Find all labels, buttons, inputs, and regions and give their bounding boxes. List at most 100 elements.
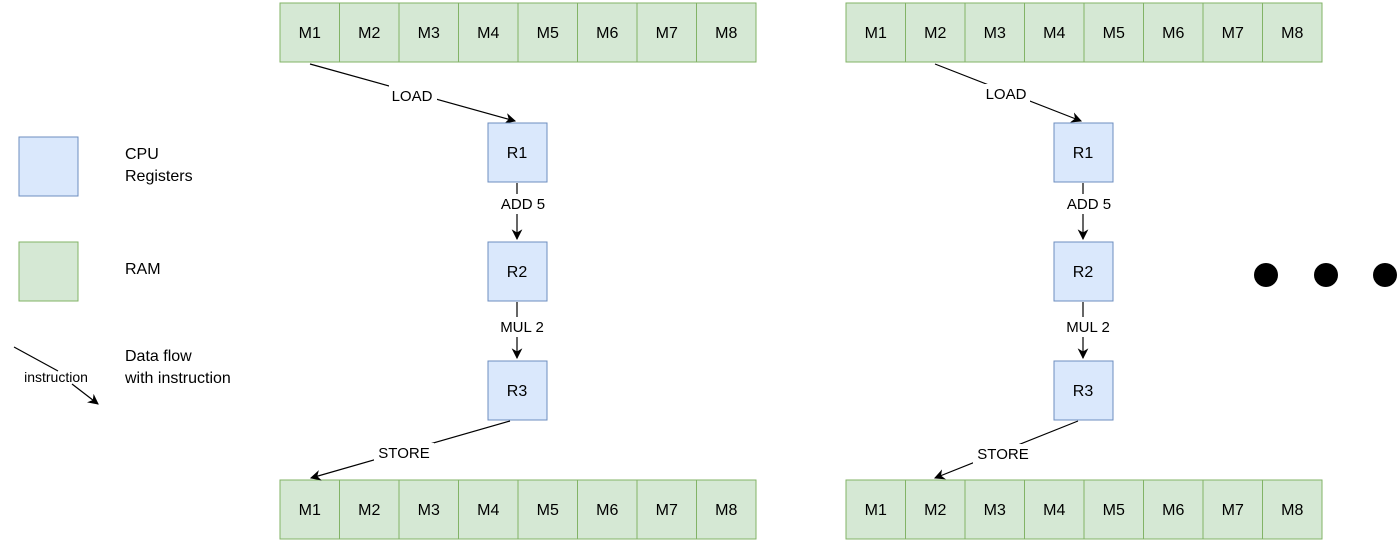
memory-cell xyxy=(398,479,459,540)
legend-ram-label: RAM xyxy=(125,261,161,278)
memory-cell-label: M3 xyxy=(418,25,440,42)
mul-label-bg-b xyxy=(1061,317,1117,337)
mul-label-a: MUL 2 xyxy=(500,319,544,336)
memory-cell xyxy=(1024,2,1085,63)
store-label-b: STORE xyxy=(977,446,1028,463)
memory-cell xyxy=(458,479,519,540)
memory-cell xyxy=(279,479,340,540)
legend-flow-arrow-label: instruction xyxy=(24,369,88,385)
memory-cell-label: M6 xyxy=(596,502,618,519)
add-label-bg-a xyxy=(494,194,550,214)
memory-cell xyxy=(577,2,638,63)
load-label-bg-b xyxy=(982,84,1030,104)
memory-cell-label: M2 xyxy=(924,25,946,42)
memory-cell-label: M2 xyxy=(358,502,380,519)
legend-cpu-label: CPU Registers xyxy=(125,144,193,188)
memory-cell-label: M3 xyxy=(984,25,1006,42)
memory-cell xyxy=(517,479,578,540)
register-r2-a xyxy=(487,241,548,302)
register-r3-a xyxy=(487,360,548,421)
store-label-bg-a xyxy=(374,443,434,463)
memory-cell-label: M4 xyxy=(477,502,499,519)
register-r3-b xyxy=(1053,360,1114,421)
memory-cell xyxy=(964,479,1025,540)
legend-flow-line1: Data flow xyxy=(125,348,192,365)
memory-cell xyxy=(905,2,966,63)
memory-cell-label: M4 xyxy=(1043,25,1065,42)
memory-cell-label: M1 xyxy=(865,502,887,519)
memory-cell xyxy=(1083,479,1144,540)
memory-cell xyxy=(517,2,578,63)
memory-cell-label: M8 xyxy=(715,502,737,519)
register-r2-a-label: R2 xyxy=(507,264,528,281)
memory-cell xyxy=(1202,479,1263,540)
mul-label-bg-a xyxy=(494,317,550,337)
memory-cell xyxy=(577,479,638,540)
memory-row-top-a: M1 M2 M3 M4 M5 M6 M7 M8 xyxy=(279,2,757,63)
ellipsis-icon xyxy=(1254,263,1397,287)
memory-cell-label: M2 xyxy=(924,502,946,519)
memory-cell xyxy=(696,479,757,540)
store-label-bg-b xyxy=(973,444,1033,464)
pipeline-a: LOAD R1 ADD 5 R2 MUL 2 R3 STORE xyxy=(309,63,550,481)
mul-label-b: MUL 2 xyxy=(1066,319,1110,336)
memory-cell xyxy=(1262,2,1323,63)
memory-cell xyxy=(636,479,697,540)
memory-cell-label: M8 xyxy=(1281,25,1303,42)
legend-flow-label: Data flow with instruction xyxy=(125,346,231,390)
register-r3-a-label: R3 xyxy=(507,383,528,400)
memory-cell-label: M1 xyxy=(865,25,887,42)
memory-cell xyxy=(279,2,340,63)
legend-cpu-line2: Registers xyxy=(125,168,193,185)
memory-cell xyxy=(845,479,906,540)
memory-cell-label: M2 xyxy=(358,25,380,42)
memory-cell-label: M7 xyxy=(1222,502,1244,519)
memory-cell-label: M5 xyxy=(537,502,559,519)
memory-cell xyxy=(1143,2,1204,63)
memory-cell xyxy=(696,2,757,63)
memory-cell xyxy=(398,2,459,63)
legend-register-swatch xyxy=(18,136,79,197)
register-r1-a xyxy=(487,122,548,183)
memory-row-bottom-b: M1 M2 M3 M4 M5 M6 M7 M8 xyxy=(845,479,1323,540)
memory-cell-label: M8 xyxy=(1281,502,1303,519)
legend-ram-swatch xyxy=(18,241,79,302)
memory-cell-label: M6 xyxy=(1162,25,1184,42)
memory-cell xyxy=(339,479,400,540)
register-r1-b xyxy=(1053,122,1114,183)
memory-cell xyxy=(845,2,906,63)
legend-cpu-line1: CPU xyxy=(125,146,159,163)
memory-cell-label: M7 xyxy=(656,25,678,42)
memory-cell-label: M4 xyxy=(1043,502,1065,519)
register-r1-a-label: R1 xyxy=(507,145,528,162)
memory-cell-label: M5 xyxy=(537,25,559,42)
memory-cell-label: M6 xyxy=(1162,502,1184,519)
memory-cell xyxy=(636,2,697,63)
memory-cell xyxy=(1262,479,1323,540)
memory-cell-label: M6 xyxy=(596,25,618,42)
legend-flow-line2: with instruction xyxy=(125,370,231,387)
register-r1-b-label: R1 xyxy=(1073,145,1094,162)
load-label-bg-a xyxy=(389,85,437,105)
memory-cell-label: M1 xyxy=(299,25,321,42)
store-label-a: STORE xyxy=(378,445,429,462)
memory-cell-label: M5 xyxy=(1103,502,1125,519)
memory-cell xyxy=(339,2,400,63)
add-label-b: ADD 5 xyxy=(1067,196,1111,213)
memory-cell-label: M7 xyxy=(1222,25,1244,42)
register-r2-b xyxy=(1053,241,1114,302)
legend-flow-arrow-icon: instruction xyxy=(13,346,99,405)
add-label-a: ADD 5 xyxy=(501,196,545,213)
load-label-b: LOAD xyxy=(986,86,1027,103)
memory-cell-label: M4 xyxy=(477,25,499,42)
memory-cell xyxy=(1083,2,1144,63)
memory-cell-label: M8 xyxy=(715,25,737,42)
memory-cell xyxy=(1024,479,1085,540)
memory-cell-label: M3 xyxy=(984,502,1006,519)
pipeline-b: LOAD R1 ADD 5 R2 MUL 2 R3 STORE xyxy=(933,63,1117,480)
add-label-bg-b xyxy=(1061,194,1117,214)
